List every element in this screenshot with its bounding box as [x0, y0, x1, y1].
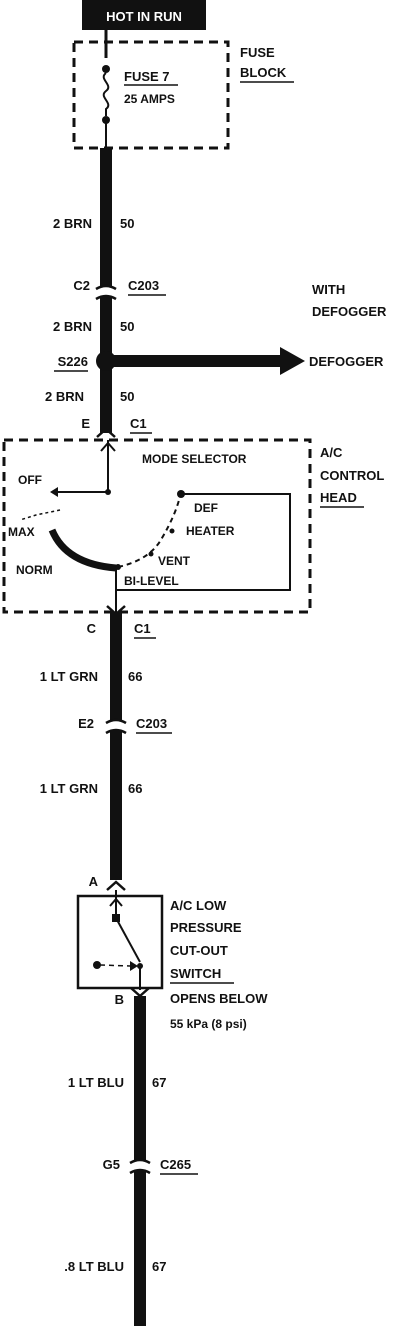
pressure-switch-box: [76, 894, 164, 990]
hot-in-run-label: HOT IN RUN: [106, 9, 182, 24]
mode-position-norm: NORM: [16, 563, 53, 577]
wire-2-gauge: 2 BRN: [53, 319, 92, 334]
selector-vent-contact: [148, 551, 154, 557]
switch-diaphragm-dot: [93, 961, 101, 969]
wire-1-circuit: 50: [120, 216, 134, 231]
connector-c203-bottom-name: C203: [136, 716, 167, 731]
defogger-target-label: DEFOGGER: [309, 354, 384, 369]
switch-actuator-arrow-icon: [130, 961, 138, 971]
switch-blade: [115, 917, 141, 963]
selector-dashed-guide: [19, 509, 61, 521]
mode-position-max: MAX: [8, 525, 35, 539]
mode-position-off: OFF: [18, 473, 42, 487]
pressure-switch-label-4: SWITCH: [170, 966, 221, 981]
wire-7-circuit: 67: [152, 1259, 166, 1274]
wire-3-circuit: 50: [120, 389, 134, 404]
wire-5-circuit: 66: [128, 781, 142, 796]
selector-dashed-arc: [117, 495, 181, 568]
wire-5-gauge: 1 LT GRN: [40, 781, 98, 796]
fuse-block-label-2: BLOCK: [240, 65, 287, 80]
splice-s226-label: S226: [58, 354, 88, 369]
defogger-note-2: DEFOGGER: [312, 304, 387, 319]
mode-position-def: DEF: [194, 501, 218, 515]
defogger-arrow-icon: [280, 347, 305, 375]
switch-dashed-actuator: [99, 964, 131, 967]
connector-c1-bottom-name: C1: [134, 621, 151, 636]
connector-c203-top-pin: C2: [73, 278, 90, 293]
fuse-rating: 25 AMPS: [124, 92, 175, 106]
control-head-label-3: HEAD: [320, 490, 357, 505]
connector-c1-top-pin: E: [81, 416, 90, 431]
switch-input-arrow-icon: [109, 897, 123, 907]
connector-c1-bottom-pin: C: [87, 621, 97, 636]
wire-6-circuit: 67: [152, 1075, 166, 1090]
fuse-terminal-top: [102, 65, 110, 73]
control-head-label-1: A/C: [320, 445, 343, 460]
pressure-switch-label-2: PRESSURE: [170, 920, 242, 935]
mode-position-vent: VENT: [158, 554, 191, 568]
connector-c203-bottom-symbol: [105, 718, 127, 735]
connector-c1-top-name: C1: [130, 416, 147, 431]
pressure-switch-note-2: 55 kPa (8 psi): [170, 1017, 247, 1031]
selector-return-wire: [116, 493, 291, 591]
control-head-box: [2, 438, 312, 614]
fuse-block-label-1: FUSE: [240, 45, 275, 60]
connector-c265-pin: G5: [103, 1157, 120, 1172]
wire-4-circuit: 66: [128, 669, 142, 684]
connector-c265-name: C265: [160, 1157, 191, 1172]
pressure-switch-label-3: CUT-OUT: [170, 943, 228, 958]
connector-switch-in-symbol: [106, 880, 126, 891]
mode-selector-title: MODE SELECTOR: [142, 452, 247, 466]
fuse-block-box: [72, 40, 230, 150]
defogger-note-1: WITH: [312, 282, 345, 297]
wire-3-gauge: 2 BRN: [45, 389, 84, 404]
connector-c265-symbol: [129, 1158, 151, 1175]
connector-c203-bottom-pin: E2: [78, 716, 94, 731]
fuse-name: FUSE 7: [124, 69, 170, 84]
wire-1-gauge: 2 BRN: [53, 216, 92, 231]
selector-wiper-pivot: [105, 489, 111, 495]
fuse-element-icon: [102, 72, 110, 116]
pressure-switch-label-1: A/C LOW: [170, 898, 227, 913]
mode-position-bi-level: BI-LEVEL: [124, 574, 179, 588]
connector-c1-top-symbol: [96, 427, 116, 438]
wire-7-gauge: .8 LT BLU: [64, 1259, 124, 1274]
selector-input-arrow-icon: [100, 441, 116, 452]
connector-switch-out-pin: B: [115, 992, 124, 1007]
selector-contact-arc: [48, 528, 117, 572]
pressure-switch-note-1: OPENS BELOW: [170, 991, 268, 1006]
hot-in-run-header-box: [82, 0, 206, 30]
mode-position-heater: HEATER: [186, 524, 235, 538]
selector-off-arrow-icon: [50, 487, 58, 497]
wire-4-gauge: 1 LT GRN: [40, 669, 98, 684]
connector-switch-in-pin: A: [89, 874, 99, 889]
wire-6-gauge: 1 LT BLU: [68, 1075, 124, 1090]
control-head-label-2: CONTROL: [320, 468, 384, 483]
wire-2-circuit: 50: [120, 319, 134, 334]
selector-heater-contact: [169, 528, 175, 534]
connector-c203-top-symbol: [95, 284, 117, 301]
connector-c203-top-name: C203: [128, 278, 159, 293]
